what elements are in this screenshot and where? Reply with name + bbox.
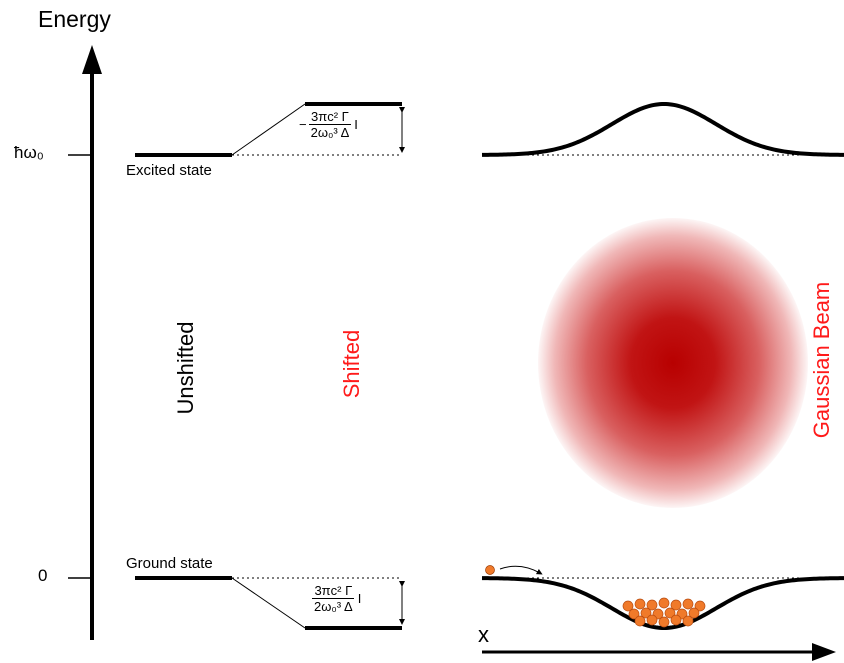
energy-axis-arrowhead <box>82 45 102 74</box>
ground-tick-label: 0 <box>38 566 48 585</box>
x-axis-label: x <box>478 622 489 647</box>
trapped-atom <box>682 598 694 610</box>
ground-state-label: Ground state <box>126 555 213 572</box>
ground-connector <box>231 577 306 629</box>
incoming-atom <box>485 565 495 575</box>
gaussian-beam-spot <box>538 218 808 508</box>
trapped-atom <box>634 615 646 627</box>
excited-shift-fraction: 3πc² Γ 2ω₀³ Δ <box>309 109 352 140</box>
trapped-atom <box>682 615 694 627</box>
trapped-atom <box>658 597 670 609</box>
excited-connector <box>231 103 306 156</box>
trapped-atoms <box>622 597 706 628</box>
ground-shift-numerator: 3πc² Γ <box>312 583 355 599</box>
trapped-atom <box>622 600 634 612</box>
trapped-atom <box>664 607 676 619</box>
excited-shift-intensity: I <box>354 117 358 132</box>
shifted-label: Shifted <box>339 329 364 399</box>
ground-shift-denominator: 2ω₀³ Δ <box>314 599 353 614</box>
excited-shift-formula: − 3πc² Γ 2ω₀³ Δ I <box>299 109 358 140</box>
excited-gaussian-curve <box>481 101 844 157</box>
ground-shift-intensity: I <box>357 591 362 606</box>
trapped-atom <box>670 614 682 626</box>
trapped-atom <box>646 599 658 611</box>
excited-tick-label: ħω₀ <box>14 143 44 162</box>
ground-shift-fraction: 3πc² Γ 2ω₀³ Δ <box>312 583 355 614</box>
excited-shift-denominator: 2ω₀³ Δ <box>310 125 350 140</box>
incoming-atom-arrow <box>499 565 543 575</box>
x-axis-arrowhead <box>812 643 836 661</box>
trapped-atom <box>694 600 706 612</box>
energy-axis-title: Energy <box>38 6 111 32</box>
ground-gaussian-curve <box>481 576 844 631</box>
excited-state-label: Excited state <box>126 162 212 179</box>
trapped-atom <box>640 607 652 619</box>
excited-shift-sign: − <box>299 117 307 132</box>
trapped-atom <box>628 608 640 620</box>
excited-shift-numerator: 3πc² Γ <box>309 109 351 125</box>
trapped-atom <box>670 599 682 611</box>
ground-shift-formula: 3πc² Γ 2ω₀³ Δ I <box>312 583 361 614</box>
trapped-atom <box>646 614 658 626</box>
trapped-atom <box>658 616 670 628</box>
trapped-atom <box>688 607 700 619</box>
gaussian-beam-label: Gaussian Beam <box>809 281 834 439</box>
unshifted-label: Unshifted <box>173 321 198 415</box>
trapped-atom <box>634 598 646 610</box>
